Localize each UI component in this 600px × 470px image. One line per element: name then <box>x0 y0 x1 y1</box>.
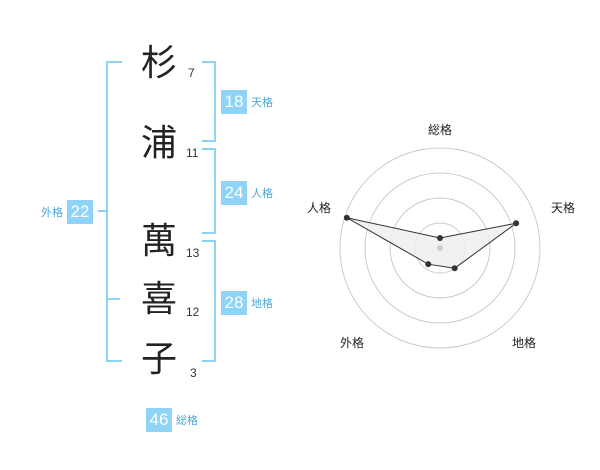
radar-grid-ring <box>364 172 516 324</box>
chikaku-value: 28 <box>221 291 247 315</box>
jinkaku-label: 人格 <box>251 187 273 200</box>
radar-label-gaikaku: 外格 <box>340 335 364 350</box>
radar-label-chikaku: 地格 <box>512 335 536 350</box>
tenkaku-label: 天格 <box>251 96 273 109</box>
radar-label-soukaku: 総格 <box>428 122 452 137</box>
soukaku-value: 46 <box>146 408 172 432</box>
gaikaku-value: 22 <box>67 200 93 224</box>
radar-label-tenkaku: 天格 <box>551 200 575 215</box>
gaikaku-bracket-tick <box>98 210 106 212</box>
chikaku-label: 地格 <box>251 297 273 310</box>
stroke-count-1: 7 <box>188 66 195 80</box>
gaikaku-badge: 外格 22 <box>41 200 93 224</box>
name-char-1: 杉 <box>140 43 177 84</box>
tenkaku-badge: 18 天格 <box>221 90 273 114</box>
tenkaku-bracket <box>202 61 216 142</box>
gaikaku-label: 外格 <box>41 206 63 219</box>
name-char-4: 喜 <box>140 279 177 320</box>
stroke-count-2: 11 <box>186 146 199 160</box>
radar-point-gaikaku <box>425 261 432 268</box>
radar-dots <box>343 214 520 272</box>
stroke-count-4: 12 <box>186 305 200 319</box>
radar-area <box>346 217 517 269</box>
name-char-2: 浦 <box>140 123 177 164</box>
gaikaku-bracket-mid <box>106 298 120 300</box>
radar-point-soukaku <box>437 235 443 241</box>
radar-grid-ring <box>339 147 541 349</box>
radar-point-tenkaku <box>513 220 520 227</box>
name-char-5: 子 <box>140 339 177 380</box>
jinkaku-badge: 24 人格 <box>221 181 273 205</box>
radar-grid-ring <box>389 197 491 299</box>
chikaku-badge: 28 地格 <box>221 291 273 315</box>
tenkaku-value: 18 <box>221 90 247 114</box>
chikaku-bracket <box>202 240 216 362</box>
jinkaku-bracket <box>202 148 216 234</box>
jinkaku-value: 24 <box>221 181 247 205</box>
radar-point-jinkaku <box>343 214 350 221</box>
stroke-count-3: 13 <box>186 246 200 260</box>
name-char-3: 萬 <box>140 221 177 262</box>
radar-center-dot <box>437 245 443 251</box>
stroke-count-5: 3 <box>190 366 197 380</box>
radar-label-jinkaku: 人格 <box>307 200 331 215</box>
soukaku-badge: 46 総格 <box>146 408 198 432</box>
gaikaku-bracket <box>106 61 122 362</box>
soukaku-label: 総格 <box>176 414 198 427</box>
radar-point-chikaku <box>451 265 458 272</box>
